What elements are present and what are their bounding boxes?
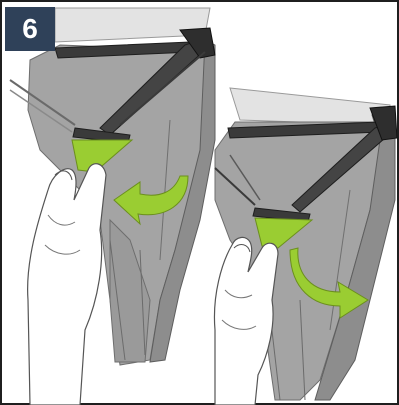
right-roof-fabric — [230, 88, 390, 125]
right-panel — [214, 88, 397, 405]
left-hand-icon — [28, 164, 106, 405]
left-panel — [10, 8, 215, 405]
step-number-badge: 6 — [5, 7, 55, 51]
right-hand-icon — [214, 237, 278, 405]
